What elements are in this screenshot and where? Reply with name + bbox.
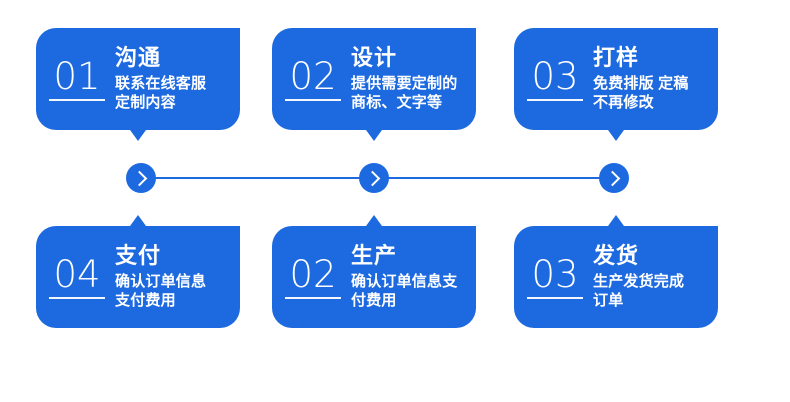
step-number-block: 02 (285, 57, 341, 101)
step-title: 打样 (593, 44, 640, 70)
step-number: 02 (289, 253, 337, 297)
step-number-block: 02 (285, 255, 341, 299)
step-text-block: 沟通 联系在线客服 定制内容 (115, 45, 240, 112)
step-number: 01 (53, 55, 101, 99)
step-description: 确认订单信息支 付费用 (351, 272, 458, 309)
step-description: 生产发货完成 订单 (593, 272, 685, 309)
card-pointer-up-icon (608, 215, 624, 226)
step-number: 03 (531, 55, 579, 99)
step-card-top-2[interactable]: 02 设计 提供需要定制的 商标、文字等 (272, 28, 476, 141)
step-title: 发货 (593, 242, 640, 268)
step-text-block: 打样 免费排版 定稿 不再修改 (593, 45, 718, 112)
step-title: 沟通 (115, 44, 162, 70)
step-text-block: 生产 确认订单信息支 付费用 (351, 243, 476, 310)
step-card-top-3[interactable]: 03 打样 免费排版 定稿 不再修改 (514, 28, 718, 141)
card-pointer-up-icon (366, 215, 382, 226)
flow-connector (0, 160, 790, 196)
step-number-underline (49, 99, 105, 101)
connector-marker-1[interactable] (126, 163, 156, 193)
step-card-top-1[interactable]: 01 沟通 联系在线客服 定制内容 (36, 28, 240, 141)
chevron-right-icon (131, 170, 148, 186)
step-description: 确认订单信息 支付费用 (115, 272, 207, 309)
step-title: 生产 (351, 242, 398, 268)
step-card-bottom-2[interactable]: 02 生产 确认订单信息支 付费用 (272, 215, 476, 328)
card-pointer-up-icon (130, 215, 146, 226)
step-title: 支付 (115, 242, 162, 268)
step-text-block: 发货 生产发货完成 订单 (593, 243, 718, 310)
step-title: 设计 (351, 44, 398, 70)
step-card-bottom-3[interactable]: 03 发货 生产发货完成 订单 (514, 215, 718, 328)
step-number-block: 03 (527, 255, 583, 299)
step-number-underline (527, 99, 583, 101)
step-card-bottom-1[interactable]: 04 支付 确认订单信息 支付费用 (36, 215, 240, 328)
step-number-underline (285, 297, 341, 299)
step-text-block: 设计 提供需要定制的 商标、文字等 (351, 45, 476, 112)
step-number: 04 (53, 253, 101, 297)
step-number-underline (285, 99, 341, 101)
step-description: 免费排版 定稿 不再修改 (593, 74, 689, 111)
step-number-underline (527, 297, 583, 299)
card-pointer-down-icon (130, 130, 146, 141)
step-number: 02 (289, 55, 337, 99)
step-number-block: 01 (49, 57, 105, 101)
step-number: 03 (531, 253, 579, 297)
card-pointer-down-icon (366, 130, 382, 141)
card-pointer-down-icon (608, 130, 624, 141)
step-number-block: 03 (527, 57, 583, 101)
connector-marker-2[interactable] (359, 163, 389, 193)
chevron-right-icon (604, 170, 621, 186)
step-description: 提供需要定制的 商标、文字等 (351, 74, 458, 111)
step-description: 联系在线客服 定制内容 (115, 74, 207, 111)
step-text-block: 支付 确认订单信息 支付费用 (115, 243, 240, 310)
chevron-right-icon (364, 170, 381, 186)
step-number-block: 04 (49, 255, 105, 299)
connector-marker-3[interactable] (599, 163, 629, 193)
step-number-underline (49, 297, 105, 299)
